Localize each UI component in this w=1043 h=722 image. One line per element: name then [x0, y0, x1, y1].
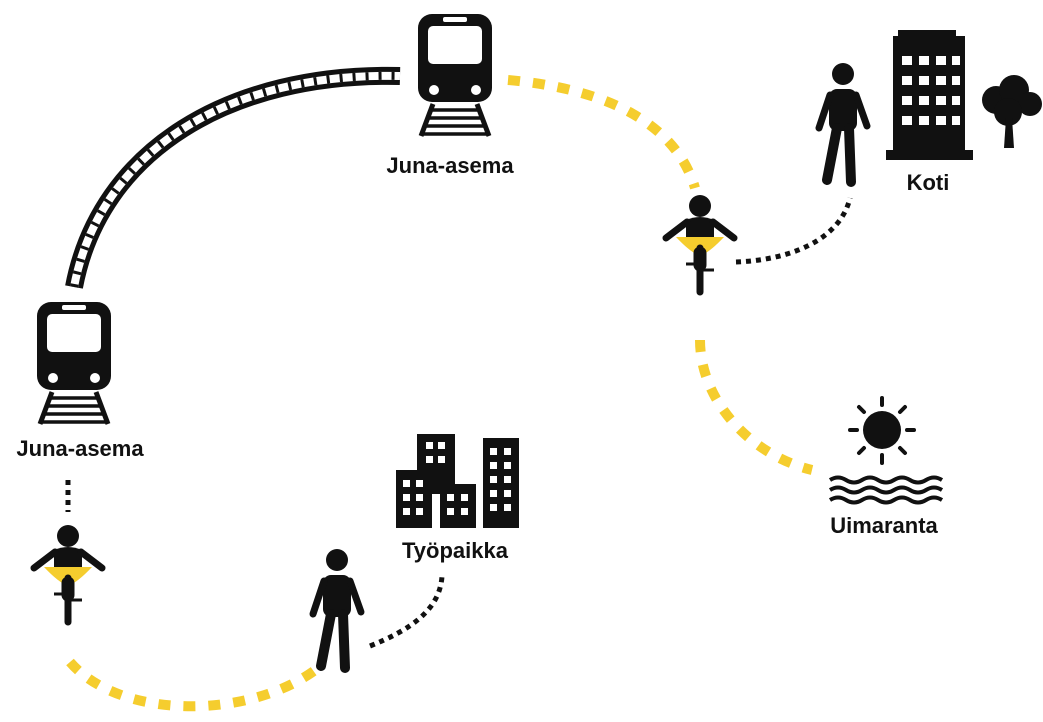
sun-icon	[848, 396, 916, 465]
walk-route-walker-to-workplace	[369, 575, 445, 649]
water-waves-icon	[828, 475, 944, 505]
rail-track	[65, 66, 401, 289]
walk-route-cyclist-to-home	[735, 197, 853, 265]
workplace: Työpaikka	[396, 434, 519, 563]
office-buildings-icon	[396, 434, 519, 528]
station-top-label: Juna-asema	[386, 153, 514, 178]
train-icon	[418, 14, 492, 136]
station-left-label: Juna-asema	[16, 436, 144, 461]
home: Koti	[886, 30, 1042, 195]
home-label: Koti	[907, 170, 950, 195]
apartment-building-icon	[886, 30, 973, 160]
cycle-route-cyclist-to-beach	[695, 339, 814, 475]
walk-routes	[65, 197, 853, 649]
station-top: Juna-asema	[386, 14, 514, 178]
pedestrian-icon	[313, 549, 361, 668]
beach: Uimaranta	[828, 396, 944, 538]
beach-label: Uimaranta	[830, 513, 938, 538]
station-left: Juna-asema	[16, 302, 144, 461]
train-icon	[37, 302, 111, 424]
pedestrian-icon	[819, 63, 867, 182]
cyclist-icon	[34, 525, 102, 622]
workplace-label: Työpaikka	[402, 538, 509, 563]
cyclist-icon	[666, 195, 734, 292]
cycle-route-cyclist-to-walker	[66, 658, 322, 712]
tree-icon	[982, 75, 1042, 148]
cycle-route-station-to-cyclist	[507, 75, 700, 190]
cycle-routes	[66, 75, 814, 712]
